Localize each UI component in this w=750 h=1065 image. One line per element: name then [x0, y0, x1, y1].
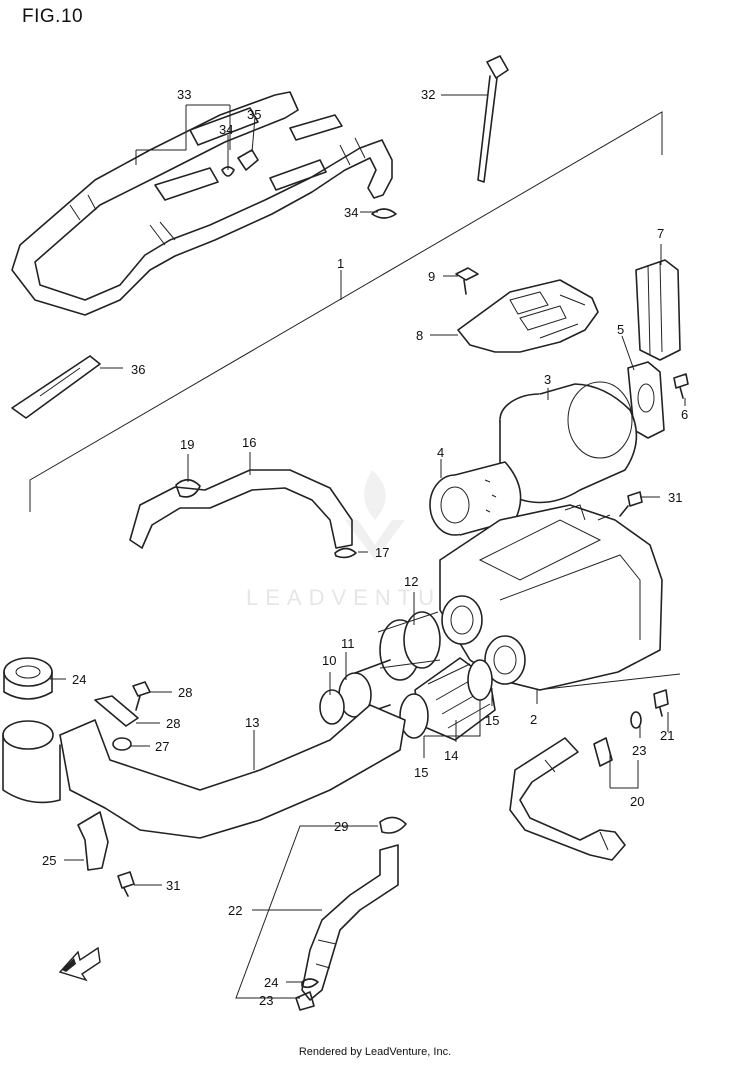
callout-12: 12	[404, 574, 418, 589]
callout-35: 35	[247, 107, 261, 122]
callout-25: 29	[334, 819, 348, 834]
clamp-10	[319, 689, 345, 725]
callout-30: 28	[166, 716, 180, 731]
callout-6: 6	[681, 407, 688, 422]
air-box-2	[439, 504, 663, 691]
callout-23: 23	[259, 993, 273, 1008]
clamp-18	[175, 478, 201, 498]
callout-32: 32	[421, 87, 435, 102]
callout-15-right: 15	[485, 713, 499, 728]
callout-13: 13	[245, 715, 259, 730]
clip-35	[237, 149, 259, 171]
callout-1: 1	[337, 256, 344, 271]
callout-3: 3	[544, 372, 551, 387]
callout-22: 22	[228, 903, 242, 918]
callout-34-lower: 34	[344, 205, 358, 220]
hose-19	[509, 737, 626, 861]
fitting-23	[295, 991, 315, 1011]
intake-boot-12	[377, 611, 441, 681]
callout-5: 5	[617, 322, 624, 337]
hose-22	[301, 844, 399, 1001]
callout-14: 14	[444, 748, 458, 763]
bolt-9	[455, 267, 479, 295]
intake-tube-13	[2, 704, 406, 839]
strap-36	[11, 355, 101, 419]
callout-28: 28	[178, 685, 192, 700]
callout-4: 4	[437, 445, 444, 460]
air-filter-3	[499, 381, 638, 504]
seal-26	[3, 657, 53, 700]
leader-lines	[50, 94, 686, 999]
callout-36: 36	[131, 362, 145, 377]
fitting-20	[653, 689, 669, 717]
callout-2: 2	[530, 712, 537, 727]
clip-21	[630, 711, 642, 729]
callout-11: 11	[341, 636, 355, 651]
bolt-31-lower	[117, 871, 135, 897]
assembly-boundary	[29, 111, 663, 512]
front-arrow-icon	[58, 946, 101, 982]
clamp-24	[301, 978, 319, 989]
callout-18: 19	[180, 437, 194, 452]
callout-8: 8	[416, 328, 423, 343]
callout-7: 7	[657, 226, 664, 241]
cable-tie-32	[477, 55, 509, 183]
callout-29: 27	[155, 739, 169, 754]
callout-16: 16	[242, 435, 256, 450]
bolt-31-upper	[619, 491, 643, 517]
callout-17: 17	[375, 545, 389, 560]
callout-27: 25	[42, 853, 56, 868]
footer-credit: Rendered by LeadVenture, Inc.	[298, 1046, 452, 1058]
leadventure-logo-icon	[345, 470, 405, 560]
bracket-30	[94, 695, 139, 727]
hose-assembly-33	[11, 91, 393, 316]
clip-34-upper	[221, 166, 235, 177]
clamp-17	[334, 547, 357, 559]
intake-boot-11	[338, 659, 391, 718]
clamp-15-left	[399, 693, 429, 739]
plate-8	[457, 279, 599, 353]
bracket-27	[77, 811, 109, 871]
clamp-15-right	[467, 659, 493, 701]
callout-21: 23	[632, 743, 646, 758]
callout-10: 10	[322, 653, 336, 668]
callout-31-upper: 31	[668, 490, 682, 505]
callout-15-left: 15	[414, 765, 428, 780]
callout-33: 33	[177, 87, 191, 102]
callout-26: 24	[72, 672, 86, 687]
callout-20: 21	[660, 728, 674, 743]
callout-24: 24	[264, 975, 278, 990]
callout-31-lower: 31	[166, 878, 180, 893]
bolt-28	[132, 681, 151, 711]
callout-19: 20	[630, 794, 644, 809]
hose-16	[129, 469, 353, 549]
clamp-25	[379, 816, 407, 834]
callout-34-upper: 34	[219, 122, 233, 137]
clip-34-lower	[371, 208, 397, 219]
figure-title: FIG.10	[22, 6, 84, 27]
washer-29	[112, 737, 132, 751]
sponge-7	[635, 259, 681, 361]
callout-9: 9	[428, 269, 435, 284]
bolt-6	[673, 373, 689, 399]
